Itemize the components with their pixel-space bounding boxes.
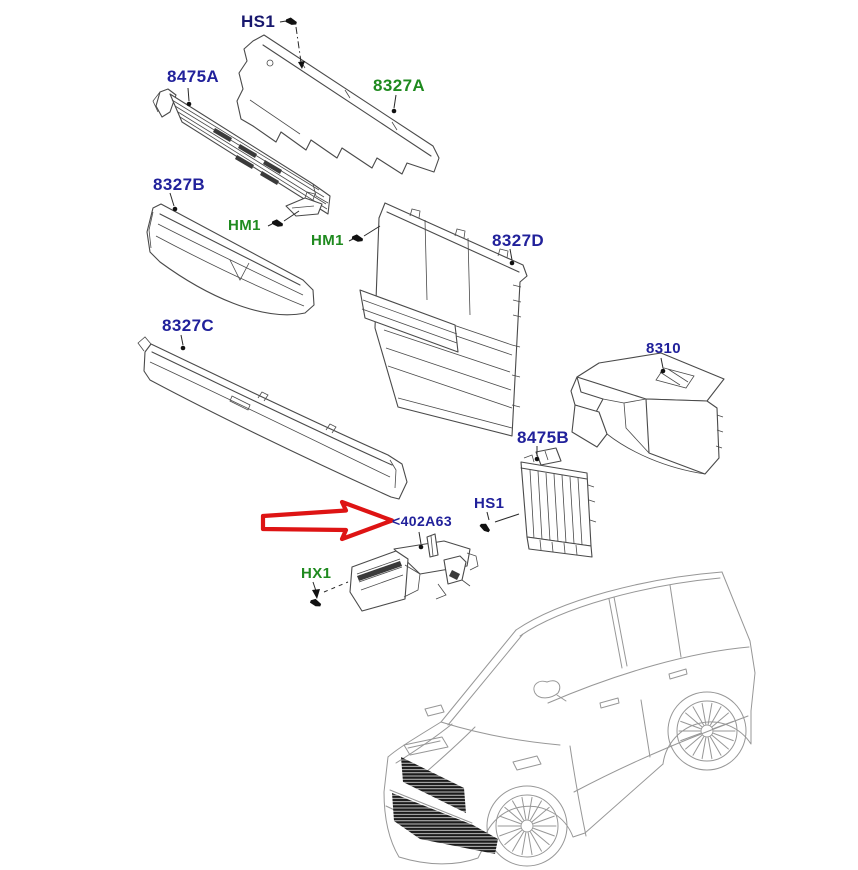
part-8327d-radiator-shutter-drawing [359,202,528,437]
wheel-spoke [685,735,703,750]
wheel-spoke [710,706,722,726]
wheel-spoke [707,702,713,725]
screw-icon [309,597,323,608]
part-8327c-lower-beam-drawing [137,336,408,500]
fastener-label-hm1-right: HM1 [311,232,344,249]
fastener-label-hm1-left: HM1 [228,217,261,234]
wheel-spoke [531,806,550,822]
part-8327a-upper-deflector-drawing [236,34,440,175]
part-8310-air-duct-drawing [570,352,725,475]
wheel-spoke [701,702,707,725]
wheel-spoke [713,732,734,742]
red-callout-arrow [260,499,395,542]
wheel-spoke [499,827,521,837]
rear-wheel [667,691,747,771]
fastener-label-hs1-top: HS1 [241,12,276,31]
grille-dark-area [401,757,466,813]
wheel-spoke [531,830,550,846]
screw-icon [271,218,284,228]
front-wheel [486,785,568,867]
wheel-spoke [499,815,521,825]
wheel-spoke [713,720,734,730]
part-8475a-grille-shutter-drawing [152,88,331,215]
part-label-8327a: 8327A [373,76,426,95]
wheel-spoke [530,800,542,821]
part-label-402a63: <402A63 [392,513,453,529]
wheel-spoke [521,796,527,820]
part-8327b-deflector-duct-drawing [146,203,315,316]
part-label-8327c: 8327C [162,316,215,335]
wheel-spoke [680,720,701,730]
wheel-spoke [521,832,527,856]
wheel-spoke [530,831,542,852]
wheel-spoke [527,832,533,856]
part-label-8310: 8310 [646,340,681,357]
fastener-label-hs1-lower: HS1 [474,495,505,512]
bumper-dark-area [392,793,498,854]
wheel-spoke [504,830,523,846]
vehicle-illustration [383,571,756,867]
wheel-spoke [533,827,555,837]
wheel-spoke [711,735,729,750]
wheel-spoke [512,800,524,821]
wheel-spoke [533,815,555,825]
part-label-8327d: 8327D [492,231,545,250]
screw-icon [478,521,492,534]
part-label-8475a: 8475A [167,67,220,86]
wheel-spoke [512,831,524,852]
wheel-spoke [680,732,701,742]
wheel-spoke [701,737,707,760]
part-8475b-vertical-shutter-drawing [520,447,597,558]
part-label-8327b: 8327B [153,175,206,194]
leader-lines [169,16,666,608]
wheel-spoke [685,712,703,727]
fastener-label-hx1: HX1 [301,565,332,582]
wheel-spoke [692,736,704,756]
wheel-spoke [707,737,713,760]
part-402a63-intake-duct-drawing [349,533,479,612]
wheel-spoke [527,796,533,820]
wheel-spoke [710,736,722,756]
wheel-spoke [711,712,729,727]
screw-icon [351,233,364,243]
part-label-8475b: 8475B [517,428,570,447]
screw-icon [285,16,298,26]
wheel-spoke [692,706,704,726]
wheel-spoke [504,806,523,822]
